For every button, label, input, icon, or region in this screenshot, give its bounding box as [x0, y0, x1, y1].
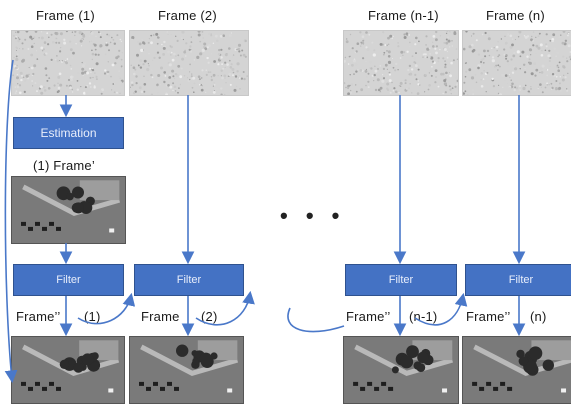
feedback-out2-to-next	[195, 290, 255, 326]
filter-box-n: Filter	[465, 264, 571, 296]
output-n-minus-1-name: Frame’’	[346, 309, 391, 324]
output-aerial-frame-2	[129, 336, 244, 404]
filter-label: Filter	[508, 274, 534, 286]
arrow-frame1-bypass	[4, 59, 18, 384]
output-aerial-frame-1	[11, 336, 125, 404]
output-aerial-frame-n-minus-1	[343, 336, 459, 404]
output-n-name: Frame’’	[466, 309, 511, 324]
filter-label: Filter	[56, 274, 81, 286]
ellipsis: • • •	[280, 203, 346, 228]
frame-n-label: Frame (n)	[486, 8, 545, 23]
noisy-frame-2	[129, 30, 249, 96]
output-1-name: Frame’’	[16, 309, 61, 324]
estimated-frame-label: (1) Frame’	[33, 158, 95, 173]
estimation-box: Estimation	[13, 117, 124, 149]
feedback-prev-to-filtern1	[287, 307, 345, 333]
output-2-index: (2)	[201, 309, 218, 324]
filter-label: Filter	[176, 274, 202, 286]
filter-box-n-minus-1: Filter	[345, 264, 457, 296]
noisy-frame-n	[462, 30, 571, 96]
output-n-index: (n)	[530, 309, 547, 324]
output-1-index: (1)	[84, 309, 101, 324]
estimation-label: Estimation	[40, 126, 97, 140]
frame-2-label: Frame (2)	[158, 8, 217, 23]
output-n-minus-1-index: (n-1)	[409, 309, 438, 324]
filter-box-1: Filter	[13, 264, 124, 296]
filter-box-2: Filter	[134, 264, 244, 296]
output-aerial-frame-n	[462, 336, 571, 404]
estimated-aerial-frame	[11, 176, 126, 244]
filter-label: Filter	[388, 274, 414, 286]
noisy-frame-n-minus-1	[343, 30, 459, 96]
feedback-outn1-to-filtern	[414, 292, 468, 326]
noisy-frame-1	[11, 30, 125, 96]
output-2-name: Frame	[141, 309, 180, 324]
frame-n-minus-1-label: Frame (n-1)	[368, 8, 439, 23]
frame-1-label: Frame (1)	[36, 8, 95, 23]
feedback-out1-to-filter2	[77, 292, 136, 325]
